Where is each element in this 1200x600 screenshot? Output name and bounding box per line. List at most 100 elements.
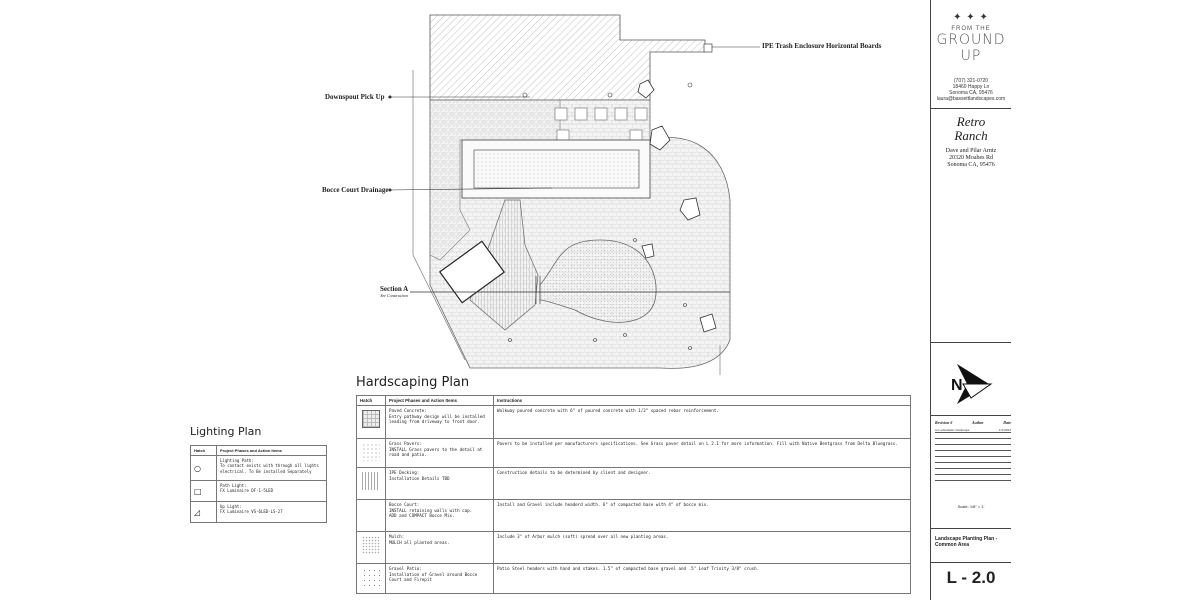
- title-block: ✦ ✦ ✦ FROM THE GROUND UP (707) 321-0720 …: [930, 0, 1011, 600]
- lighting-title: Lighting Plan: [190, 425, 262, 438]
- lighting-plan: Lighting Plan Hatch Project Phases and A…: [190, 425, 327, 524]
- table-row: Gravel Patio: Installation of Gravel aro…: [356, 563, 911, 595]
- table-row: ○ Lighting Path: To contact exists with …: [190, 455, 327, 482]
- hatch-cell: [356, 531, 386, 565]
- company-logo: ✦ ✦ ✦ FROM THE GROUND UP: [931, 12, 1011, 64]
- sheet-number: L - 2.0: [946, 568, 996, 587]
- table-row: Mulch: MULCH all planted areas. Include …: [356, 531, 911, 565]
- revision-row: [935, 435, 1011, 439]
- light-text-cell: Up Light: FX Luminaire VS-6LED-LS-27: [216, 501, 327, 524]
- revision-row: [935, 459, 1011, 463]
- paver-hatch-swatch: [362, 410, 380, 429]
- table-row: ◿ Up Light: FX Luminaire VS-6LED-LS-27: [190, 501, 327, 524]
- table-row: □ Path Light: FX Luminaire DF-1-5LED: [190, 480, 327, 503]
- divider: [931, 108, 1011, 109]
- action-cell: IPE Decking: Installation Details TBD: [385, 467, 494, 501]
- svg-text:N: N: [951, 377, 963, 394]
- instruction-cell: Construction details to be determined by…: [493, 467, 911, 501]
- rev-col-revision: Revision #: [935, 420, 953, 425]
- revision-row: rev-schematic landscape 1/3/2023: [935, 428, 1011, 433]
- drawing-scale: Scale: 1/8" = 1': [957, 504, 985, 509]
- path-light-circle-icon: ○: [190, 455, 217, 482]
- table-row: Grass Pavers: INSTALL Grass pavers to th…: [356, 438, 911, 469]
- header-action: Project Phases and Action Items: [385, 394, 494, 407]
- brand-line1: FROM THE: [951, 26, 991, 32]
- north-arrow-icon: N: [951, 364, 993, 404]
- hatch-cell: [356, 405, 386, 440]
- hardscaping-header-row: Hatch Project Phases and Action Items In…: [356, 394, 911, 407]
- client-address1: 20320 Moabes Rd: [949, 155, 993, 161]
- table-row: Paved Concrete: Entry pathway design wil…: [356, 405, 911, 440]
- instruction-cell: Walkway poured concrete with 6" of poure…: [493, 405, 911, 440]
- trash-enclosure: [703, 43, 713, 53]
- section-a-label: Section A: [380, 285, 409, 293]
- lighting-header-row: Hatch Project Phases and Action Items: [190, 444, 327, 457]
- wheat-icon: ✦ ✦ ✦: [953, 12, 989, 23]
- company-contact: (707) 321-0720 18460 Happy Ln Sonoma CA,…: [931, 78, 1011, 102]
- site-plan-drawing: [387, 14, 760, 375]
- boulders: [637, 79, 717, 333]
- header-hatch: Hatch: [356, 394, 386, 407]
- hatch-cell: [356, 563, 386, 595]
- action-cell: Gravel Patio: Installation of Gravel aro…: [385, 563, 494, 595]
- revision-row: [935, 441, 1011, 445]
- hardscaping-title: Hardscaping Plan: [356, 375, 470, 390]
- revision-row: [935, 453, 1011, 457]
- divider: [931, 342, 1011, 343]
- firepit: [438, 240, 506, 304]
- instruction-cell: Install and Gravel include headerd width…: [493, 499, 911, 533]
- hatch-cell: [356, 438, 386, 469]
- sheet-title: Landscape Planting Plan - Common Area: [935, 536, 998, 548]
- light-text-cell: Path Light: FX Luminaire DF-1-5LED: [216, 480, 327, 503]
- revision-row: [935, 465, 1011, 469]
- instruction-cell: Include 3" of Arbor mulch (soft) spread …: [493, 531, 911, 565]
- header-instructions: Instructions: [493, 394, 911, 407]
- divider: [931, 528, 1011, 529]
- hardscaping-table: Hatch Project Phases and Action Items In…: [356, 394, 911, 595]
- instruction-cell: Patio Steel headers with hand and stakes…: [493, 563, 911, 595]
- revision-table: Revision # Author Date rev-schematic lan…: [935, 420, 1011, 481]
- house-footprint: [429, 14, 706, 101]
- revision-row: [935, 447, 1011, 451]
- hatch-cell: [356, 499, 386, 533]
- action-cell: Grass Pavers: INSTALL Grass pavers to th…: [385, 438, 494, 469]
- bocce-court-inner: [473, 149, 640, 189]
- rev-description: rev-schematic landscape: [935, 428, 970, 432]
- gravel-patio: [539, 239, 657, 323]
- company-phone: (707) 321-0720: [953, 78, 989, 84]
- lighting-table: Hatch Project Phases and Action Items ○ …: [190, 444, 327, 524]
- callout-downspout: Downspout Pick Up: [325, 93, 385, 101]
- brand-line2: GROUND UP: [936, 32, 1006, 64]
- hardscaping-plan: Hardscaping Plan Hatch Project Phases an…: [356, 375, 911, 595]
- table-row: IPE Decking: Installation Details TBD Co…: [356, 467, 911, 501]
- revision-header: Revision # Author Date: [935, 420, 1011, 425]
- project-name: Retro Ranch: [931, 115, 1011, 143]
- table-row: Bocce Court: INSTALL retaining walls wit…: [356, 499, 911, 533]
- instruction-cell: Pavers to be installed per manufacturers…: [493, 438, 911, 469]
- section-a-sub: See Construction: [380, 293, 408, 298]
- revision-row: [935, 471, 1011, 475]
- rev-date: 1/3/2023: [998, 428, 1011, 432]
- grass-hatch-swatch: [362, 443, 380, 462]
- project-name-line1: Retro: [956, 114, 986, 129]
- action-cell: Bocce Court: INSTALL retaining walls wit…: [385, 499, 494, 533]
- up-light-icon: ◿: [190, 501, 217, 524]
- client-name: Dave and Pilar Arntz: [945, 148, 997, 154]
- project-name-line2: Ranch: [954, 128, 988, 143]
- path-light-square-icon: □: [190, 480, 217, 503]
- hatch-cell: [356, 467, 386, 501]
- ipe-hatch-swatch: [362, 472, 380, 491]
- mulch-hatch-swatch: [362, 536, 380, 555]
- light-header-hatch: Hatch: [190, 444, 217, 457]
- ipe-deck: [469, 199, 539, 331]
- light-header-action: Project Phases and Action Items: [216, 444, 327, 457]
- company-address1: 18460 Happy Ln: [952, 84, 990, 90]
- client-info: Dave and Pilar Arntz 20320 Moabes Rd Son…: [931, 148, 1011, 169]
- client-address2: Sonoma CA, 95476: [947, 162, 995, 168]
- company-email: laura@bassettlandscapes.com: [936, 96, 1006, 102]
- action-cell: Mulch: MULCH all planted areas.: [385, 531, 494, 565]
- divider: [931, 562, 1011, 563]
- action-cell: Paved Concrete: Entry pathway design wil…: [385, 405, 494, 440]
- gravel-hatch-swatch: [362, 568, 380, 587]
- callout-section-a: Section A See Construction: [380, 285, 408, 298]
